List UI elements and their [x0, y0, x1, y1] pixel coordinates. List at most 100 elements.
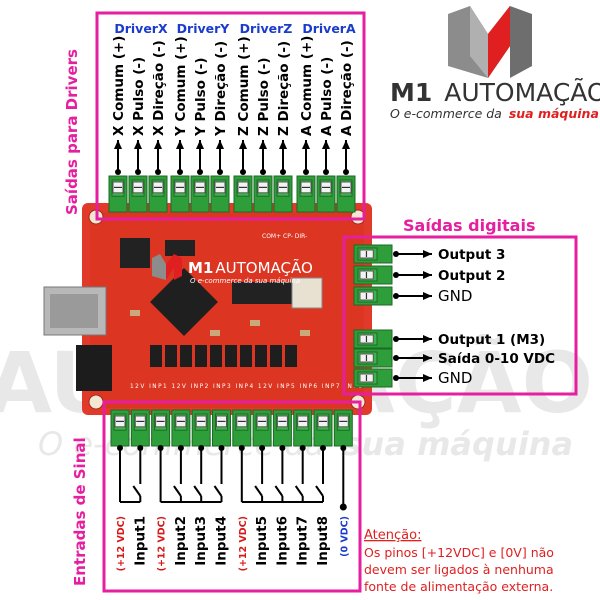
driver-wire-arrow [176, 140, 184, 175]
input-label: (+12 VDC) [157, 516, 168, 571]
input-terminal [171, 409, 191, 447]
output-label: GND [438, 369, 472, 387]
output-wire-arrow [393, 250, 432, 258]
output-terminal [353, 368, 393, 388]
output-wire-arrow [393, 354, 432, 362]
board-component [195, 345, 207, 367]
driver-pin-label: Y Comum (+) [173, 36, 189, 137]
driver-pin-label: X Comum (+) [111, 36, 127, 136]
board-component [270, 345, 282, 367]
driver-wire-arrow [114, 140, 122, 175]
driver-wire-arrow [239, 140, 247, 175]
output-wire-arrow [393, 374, 432, 382]
board-silk-label: COM+ CP- DIR- [262, 233, 307, 240]
switch-blade [173, 485, 182, 497]
output-terminal [353, 286, 393, 306]
attention-line-3: fonte de alimentação externa. [364, 579, 553, 594]
output-terminal [353, 348, 393, 368]
watermark-tagline-bold: sua máquina [343, 425, 574, 463]
output-wire-arrow [393, 335, 432, 343]
driver-wire-arrow [322, 140, 330, 175]
input-terminal [212, 409, 231, 447]
svg-text:O e-commerce da sua máqu: O e-commerce da sua máquina [390, 106, 599, 121]
input-label: Input6 [274, 516, 290, 566]
driver-group-label: DriverY [177, 21, 231, 36]
input-terminal [333, 409, 353, 447]
output-wire-arrow [393, 271, 432, 279]
input-terminal [151, 409, 171, 447]
input-terminal [252, 409, 272, 447]
board-component [210, 345, 222, 367]
input-wire-dot [117, 445, 123, 451]
driver-terminal [128, 175, 148, 213]
board-component [150, 345, 162, 367]
driver-wire-arrow [216, 140, 224, 175]
inputs-section-frame [102, 400, 362, 593]
digital-outputs-title: Saídas digitais [403, 216, 535, 235]
driver-pin-label: Z Direção (-) [276, 41, 292, 136]
drivers-section-title: Saídas para Drivers [63, 49, 81, 215]
input-label: (+12 VDC) [116, 516, 127, 571]
input-wire-dot [198, 445, 205, 451]
input-wire-dot [339, 503, 347, 511]
attention-note: Atenção: Os pinos [+12VDC] e [0V] não de… [364, 528, 554, 594]
switch-blade [213, 485, 223, 497]
input-terminal [232, 409, 252, 447]
input-label: Input2 [173, 516, 189, 566]
input-label: Input1 [132, 516, 148, 566]
board-component [285, 345, 297, 367]
driver-pin-label: X Direção (-) [151, 40, 167, 136]
switch-blade [294, 485, 304, 497]
input-label: Input5 [254, 516, 270, 566]
input-wire-dot [299, 445, 306, 451]
input-wire-dot [259, 445, 266, 451]
driver-pin-label: A Pulso (-) [319, 57, 335, 136]
svg-text:M1 AUTOMAÇÃO: M1 AUTOMAÇÃO [390, 77, 600, 107]
input-terminal [110, 409, 130, 447]
driver-pin-label: Z Pulso (-) [256, 57, 272, 136]
switch-blade [132, 485, 142, 497]
inputs-section-title: Entradas de Sinal [71, 437, 89, 586]
output-label: Output 1 (M3) [438, 332, 545, 348]
driver-terminal [190, 175, 210, 213]
board-component [240, 345, 252, 367]
input-wire-dot [320, 445, 326, 451]
output-terminal [353, 265, 393, 285]
brand-word: AUTOMAÇÃO [444, 77, 600, 107]
input-label: Input8 [315, 516, 331, 566]
input-label: Input4 [214, 516, 230, 566]
attention-line-1: Os pinos [+12VDC] e [0V] não [364, 545, 554, 560]
driver-terminal [170, 175, 190, 213]
driver-terminal [336, 175, 356, 213]
board-component [180, 345, 192, 367]
drivers-section-frame [95, 11, 366, 221]
input-wire-dot [340, 445, 347, 451]
driver-group-label: DriverX [114, 21, 168, 36]
driver-group-label: DriverA [302, 21, 356, 36]
driver-wire-arrow [259, 140, 267, 175]
driver-wire-arrow [196, 140, 204, 175]
pcb-board: COM+ CP- DIR- 12V INP1 12V INP2 INP3 INP… [43, 203, 372, 415]
driver-terminal [108, 175, 128, 213]
driver-pin-label: A Direção (-) [339, 40, 355, 136]
driver-group-label: DriverZ [240, 21, 293, 36]
input-wire-dot [218, 445, 225, 451]
driver-terminal [316, 175, 336, 213]
input-wire-dot [137, 445, 144, 451]
input-terminal [293, 409, 313, 447]
board-component [165, 345, 177, 367]
driver-wire-arrow [134, 140, 142, 175]
driver-pin-label: Y Pulso (-) [193, 57, 209, 137]
brand-m1: M1 [390, 78, 432, 107]
driver-terminal [273, 175, 293, 213]
board-component [255, 345, 267, 367]
input-wire-dot [279, 445, 286, 451]
driver-wire-arrow [279, 140, 287, 175]
input-terminal [191, 409, 211, 447]
input-terminal [313, 409, 333, 447]
dc-jack [76, 345, 112, 391]
input-terminal [272, 409, 292, 447]
brand-logo: M1 AUTOMAÇÃO O e-commerce da sua máquina [390, 6, 600, 121]
